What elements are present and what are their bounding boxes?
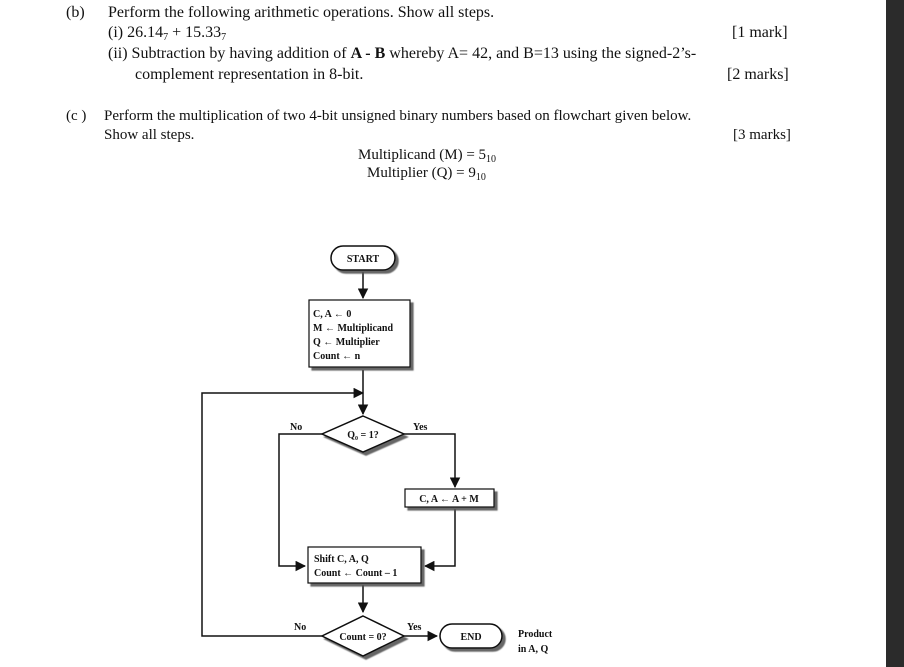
arrow-add-to-shift [423, 509, 456, 572]
q-i-operand-2-base: 7 [221, 32, 227, 43]
part-b-intro: Perform the following arithmetic operati… [108, 4, 495, 21]
init-line-4: Count ← n [313, 351, 361, 362]
end-terminator [439, 623, 503, 649]
end-label: END [460, 632, 481, 643]
question-b-ii: (ii) Subtraction by having addition of A… [108, 45, 696, 63]
q-ii-expression: A - B [350, 45, 386, 62]
arrow-yes-to-add [404, 433, 461, 489]
init-box [308, 299, 411, 368]
q-i-label: (i) [108, 24, 124, 41]
arrow-no-to-shift [278, 433, 322, 572]
multiplier-base: 10 [475, 172, 486, 183]
decision-1-no-label: No [290, 422, 302, 433]
decision-2-yes-label: Yes [407, 622, 422, 633]
decision-count-diamond [320, 615, 406, 657]
q-i-operand-2: 15.33 [185, 24, 222, 41]
start-label: START [347, 254, 380, 265]
decision-q0-label: Q₀ = 1? [347, 430, 378, 441]
shift-box [307, 546, 422, 584]
decision-1-yes-label: Yes [413, 422, 428, 433]
part-c-marks: [3 marks] [733, 127, 791, 143]
part-c-label: (c ) [66, 108, 87, 124]
product-line-2: in A, Q [518, 644, 549, 655]
shift-line-2: Count ← Count – 1 [314, 568, 397, 579]
q-i-operand-1: 26.14 [127, 24, 164, 41]
decision-2-no-label: No [294, 622, 306, 633]
add-label: C, A ← A + M [419, 494, 479, 505]
add-box [404, 488, 495, 508]
question-b-i: (i) 26.147 + 15.337 [108, 24, 226, 47]
init-line-3: Q ← Multiplier [313, 337, 380, 348]
arrow-loop-back [201, 387, 365, 637]
q-ii-rest: whereby A= 42, and B=13 using the signed… [385, 45, 697, 62]
product-line-1: Product [518, 629, 553, 640]
init-line-2: M ← Multiplicand [313, 323, 393, 334]
q-i-operand-1-base: 7 [163, 32, 169, 43]
start-terminator [330, 245, 396, 271]
q-ii-marks: [2 marks] [727, 66, 789, 83]
multiplicand-base: 10 [486, 154, 497, 165]
part-c-line-2: Show all steps. [104, 127, 195, 143]
part-b-label: (b) [66, 4, 85, 21]
right-edge-bar [886, 0, 904, 667]
multiplicand-text: Multiplicand (M) = 5 [358, 147, 487, 163]
q-ii-line-2: complement representation in 8-bit. [135, 66, 364, 83]
multiplier-text: Multiplier (Q) = 9 [367, 165, 476, 181]
q-i-plus: + [172, 24, 182, 41]
init-line-1: C, A ← 0 [313, 309, 351, 320]
decision-q0-diamond [320, 415, 406, 453]
multiplier-line: Multiplier (Q) = 910 [367, 164, 486, 187]
shift-line-1: Shift C, A, Q [314, 554, 369, 565]
part-c-line-1: Perform the multiplication of two 4-bit … [104, 108, 692, 124]
decision-count-label: Count = 0? [339, 632, 386, 643]
multiplicand-line: Multiplicand (M) = 510 [358, 146, 496, 169]
q-ii-prefix: (ii) Subtraction by having addition of [108, 45, 351, 62]
q-i-marks: [1 mark] [732, 24, 788, 41]
